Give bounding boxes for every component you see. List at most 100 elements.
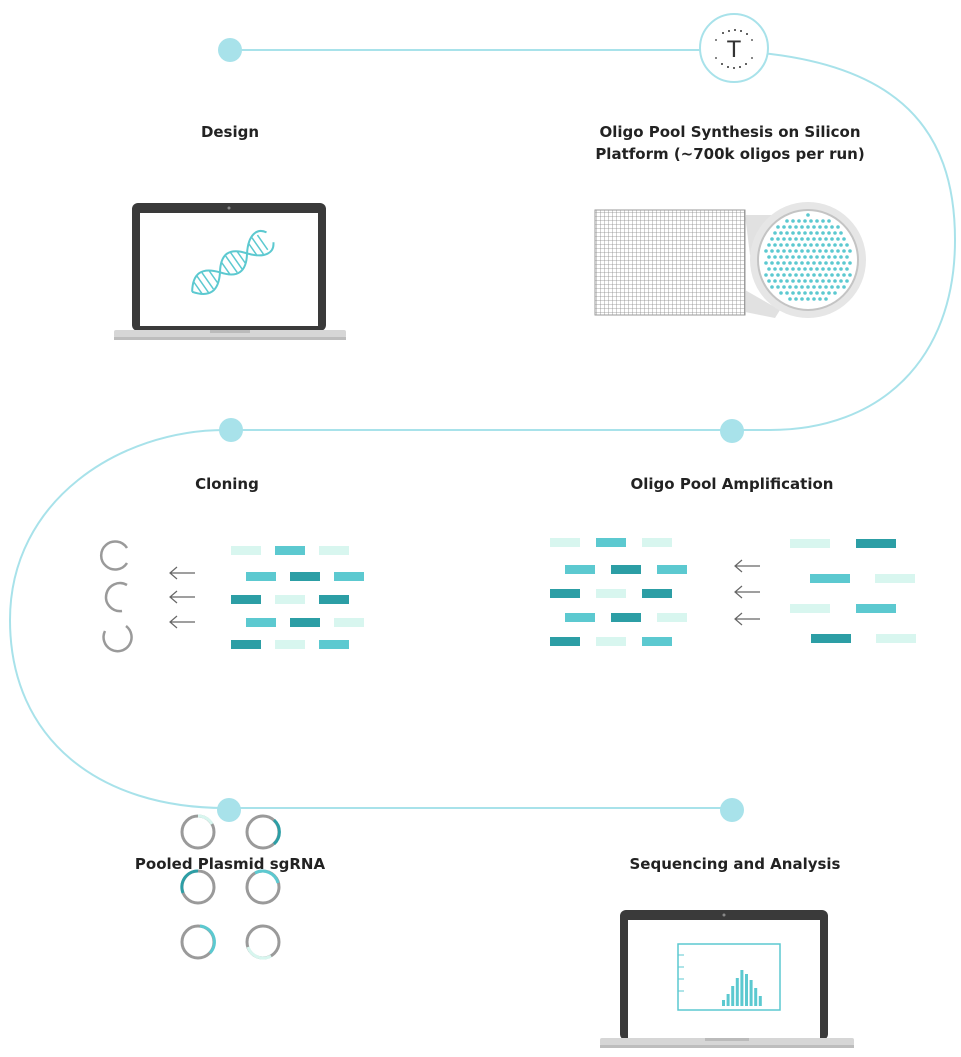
oligo-dot: [821, 255, 825, 259]
oligo-dot: [812, 297, 816, 301]
oligo-dot: [767, 243, 771, 247]
oligo-dot: [809, 231, 813, 235]
oligo-dot: [809, 255, 813, 259]
oligo-dot: [815, 219, 819, 223]
oligo-dot: [824, 285, 828, 289]
histogram-bar: [749, 980, 753, 1006]
oligo-dot: [839, 231, 843, 235]
oligo-dot: [824, 225, 828, 229]
oligo-dot: [809, 267, 813, 271]
oligo-dot: [770, 285, 774, 289]
histogram-frame: [677, 943, 781, 1011]
oligo-dot: [806, 249, 810, 253]
oligo-dot: [824, 237, 828, 241]
oligo-dot: [821, 279, 825, 283]
oligo-dot: [821, 267, 825, 271]
oligo-dot: [845, 267, 849, 271]
oligo-dot: [764, 261, 768, 265]
step-label-cloning: Cloning: [195, 475, 259, 493]
oligo-dot: [806, 225, 810, 229]
oligo-dot: [809, 279, 813, 283]
oligo-bar: [319, 640, 349, 649]
step-label-synthesis-line1: Oligo Pool Synthesis on Silicon: [599, 123, 861, 141]
oligo-bar: [550, 637, 580, 646]
oligo-dot: [803, 219, 807, 223]
oligo-dot: [785, 231, 789, 235]
oligo-dot: [770, 249, 774, 253]
oligo-dot: [767, 255, 771, 259]
step-label-synthesis: Oligo Pool Synthesis on Silicon Platform…: [560, 121, 900, 165]
oligo-dot: [794, 261, 798, 265]
oligo-bar: [790, 539, 830, 548]
oligo-bar: [319, 546, 349, 555]
plasmid-ring: [180, 814, 216, 850]
plasmid-ring: [245, 869, 281, 905]
histogram-bar: [735, 978, 739, 1006]
oligo-dot: [779, 267, 783, 271]
oligo-dot: [788, 297, 792, 301]
oligo-dot: [806, 261, 810, 265]
histogram-bar: [740, 970, 744, 1006]
node-sequencing: [720, 798, 744, 822]
histogram-bar: [726, 994, 730, 1006]
step-label-design: Design: [200, 123, 260, 141]
oligo-dot: [818, 249, 822, 253]
oligo-dot: [770, 273, 774, 277]
oligo-bar: [856, 539, 896, 548]
oligo-dot: [824, 261, 828, 265]
oligo-dot: [764, 273, 768, 277]
oligo-dot: [785, 219, 789, 223]
oligo-dot: [776, 249, 780, 253]
oligo-bar: [596, 538, 626, 547]
oligo-dot: [815, 279, 819, 283]
oligo-dot: [824, 273, 828, 277]
oligo-dot: [842, 249, 846, 253]
oligo-dot: [833, 279, 837, 283]
oligo-bar: [275, 595, 305, 604]
logo-letter: T: [727, 36, 742, 63]
oligo-dot: [842, 261, 846, 265]
oligo-bar: [657, 613, 687, 622]
oligo-bar: [642, 538, 672, 547]
histogram-bar: [745, 974, 748, 1006]
oligo-bar: [319, 595, 349, 604]
oligo-dot: [818, 273, 822, 277]
oligo-dot: [833, 231, 837, 235]
oligo-dot: [848, 273, 852, 277]
plasmid-ring: [180, 924, 216, 960]
histogram-bar: [731, 986, 735, 1006]
oligo-dot: [827, 279, 831, 283]
oligo-dot: [785, 267, 789, 271]
oligo-dot: [785, 255, 789, 259]
oligo-bar: [875, 574, 915, 583]
oligo-dot: [797, 219, 801, 223]
oligo-bar: [611, 565, 641, 574]
oligo-dot: [827, 231, 831, 235]
oligo-dot: [818, 285, 822, 289]
oligo-dot: [797, 291, 801, 295]
oligo-dot: [779, 279, 783, 283]
oligo-dot: [770, 237, 774, 241]
oligo-dot: [791, 255, 795, 259]
oligo-dot: [836, 285, 840, 289]
oligo-dot: [791, 231, 795, 235]
oligo-dot: [833, 243, 837, 247]
oligo-dot: [773, 243, 777, 247]
oligo-dot: [824, 249, 828, 253]
oligo-bar: [565, 613, 595, 622]
oligo-dot: [785, 243, 789, 247]
oligo-dot: [830, 273, 834, 277]
oligo-dot: [812, 273, 816, 277]
oligo-bar: [231, 640, 261, 649]
oligo-dot: [773, 279, 777, 283]
oligo-dot: [815, 231, 819, 235]
oligo-dot: [845, 255, 849, 259]
oligo-dot: [809, 219, 813, 223]
oligo-dot: [809, 291, 813, 295]
oligo-bar: [876, 634, 916, 643]
oligo-dot: [833, 291, 837, 295]
oligo-bar: [565, 565, 595, 574]
oligo-dot: [836, 261, 840, 265]
step-label-pooled-plasmid: Pooled Plasmid sgRNA: [134, 855, 326, 873]
oligo-dot: [803, 267, 807, 271]
